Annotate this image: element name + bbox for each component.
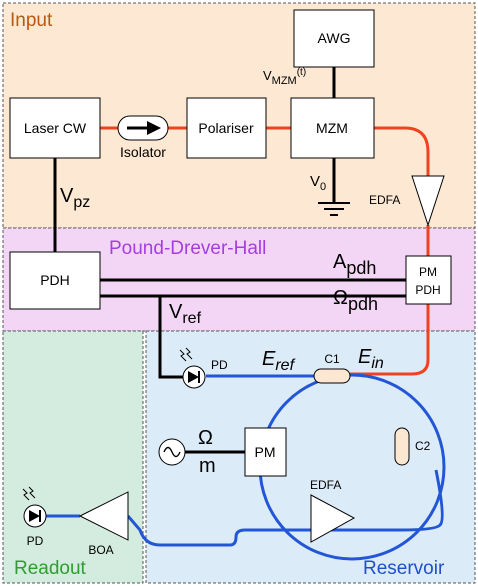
coupler-c2: C2 xyxy=(394,427,431,466)
v0-label: V0 xyxy=(310,173,326,193)
light-arrows-icon xyxy=(179,347,193,362)
readout-title: Readout xyxy=(14,558,87,579)
coupler-c1: C1 xyxy=(313,352,351,384)
ground-icon xyxy=(318,202,350,216)
pm-pdh-label-bottom: PDH xyxy=(415,283,440,297)
v-mzm-label: VMZM(t) xyxy=(263,67,306,87)
pm-pdh-box: PM PDH xyxy=(405,255,452,305)
pm-ring-label: PM xyxy=(255,444,276,460)
polariser-box: Polariser xyxy=(186,97,267,159)
sine-wave-icon xyxy=(163,446,181,458)
c2-label: C2 xyxy=(415,439,431,453)
ein-label: Ein xyxy=(358,346,384,372)
pdh-title: Pound-Drever-Hall xyxy=(109,238,266,259)
m-ring-label: m xyxy=(199,455,216,477)
electrical-wires xyxy=(53,67,406,454)
pdh-box: PDH xyxy=(9,251,101,310)
arrow-right-icon xyxy=(127,121,161,135)
c1-label: C1 xyxy=(324,352,340,366)
eref-label: Eref xyxy=(262,348,296,374)
omega-pdh-label: Ωpdh xyxy=(333,287,378,314)
isolator-label: Isolator xyxy=(120,144,166,160)
isolator: Isolator xyxy=(117,115,169,160)
omega-ring-label: Ω xyxy=(198,427,213,449)
boa-amplifier: BOA xyxy=(78,491,129,557)
pd-reservoir-label: PD xyxy=(211,358,228,372)
pdh-label: PDH xyxy=(40,272,70,288)
awg-label: AWG xyxy=(318,30,351,46)
pd-readout-label: PD xyxy=(27,534,44,548)
photodiode-reservoir: PD xyxy=(179,347,228,389)
laser-box: Laser CW xyxy=(9,97,101,159)
mzm-box: MZM xyxy=(290,97,375,159)
edfa-input-amplifier: EDFA xyxy=(369,175,445,227)
photodiode-readout: PD xyxy=(22,486,47,548)
edfa-input-label: EDFA xyxy=(369,193,400,207)
pm-ring-box: PM xyxy=(244,427,287,477)
vpz-label: Vpz xyxy=(60,185,90,211)
apdh-label: Apdh xyxy=(333,251,376,278)
laser-label: Laser CW xyxy=(24,120,87,136)
input-title: Input xyxy=(10,10,53,31)
awg-box: AWG xyxy=(293,9,375,68)
edfa-ring-amplifier: EDFA xyxy=(310,478,356,543)
signal-generator xyxy=(158,438,186,466)
readout-section xyxy=(2,330,144,584)
red-fiber-path xyxy=(100,126,430,376)
polariser-label: Polariser xyxy=(198,120,254,136)
reservoir-title: Reservoir xyxy=(363,558,445,579)
light-arrows-icon xyxy=(22,486,36,501)
mzm-label: MZM xyxy=(316,120,348,136)
boa-label: BOA xyxy=(88,543,113,557)
pm-pdh-label-top: PM xyxy=(419,265,437,279)
edfa-ring-label: EDFA xyxy=(310,478,341,492)
vref-label: Vref xyxy=(169,301,202,327)
